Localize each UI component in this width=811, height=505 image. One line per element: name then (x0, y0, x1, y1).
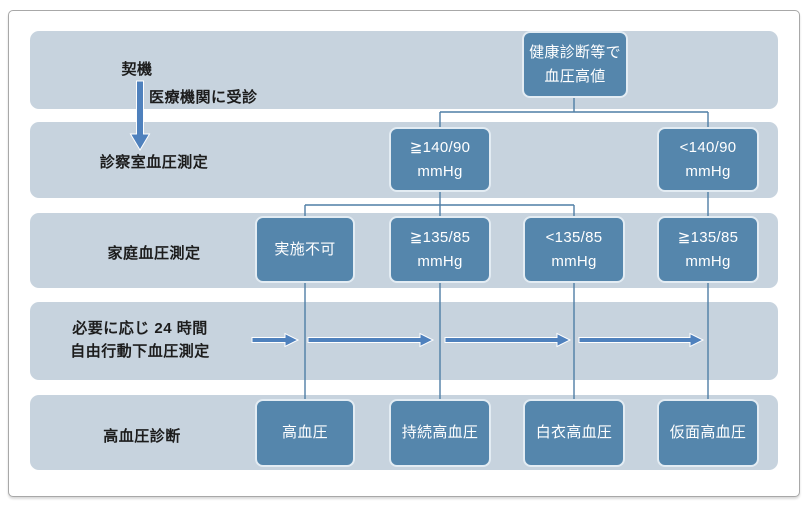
box-text: ≧135/85 (677, 228, 739, 246)
box-text: mmHg (685, 162, 731, 180)
box-checkup-high-bp: 健康診断等で 血圧高値 (522, 31, 628, 98)
box-text: 仮面高血圧 (669, 424, 747, 441)
box-home-ge-135-85-right: ≧135/85 mmHg (657, 216, 759, 283)
box-text: 白衣高血圧 (535, 424, 613, 441)
label-hypertension-diagnosis: 高血圧診断 (103, 428, 181, 445)
label-abpm-line2: 自由行動下血圧測定 (70, 343, 210, 360)
box-text: 実施不可 (274, 240, 336, 258)
box-text: 持続高血圧 (401, 424, 479, 441)
box-home-not-feasible: 実施不可 (255, 216, 355, 283)
box-text: 血圧高値 (544, 67, 606, 85)
box-text: 健康診断等で (529, 43, 621, 61)
box-home-lt-135-85: <135/85 mmHg (523, 216, 625, 283)
box-dx-white-coat-hypertension: 白衣高血圧 (523, 399, 625, 467)
box-text: ≧140/90 (409, 138, 471, 156)
box-office-ge-140-90: ≧140/90 mmHg (389, 127, 491, 192)
band-trigger (30, 31, 778, 109)
box-text: mmHg (417, 252, 463, 270)
label-trigger: 契機 (121, 61, 153, 78)
box-home-ge-135-85: ≧135/85 mmHg (389, 216, 491, 283)
label-home-bp-measurement: 家庭血圧測定 (107, 245, 201, 262)
box-text: <140/90 (679, 138, 737, 156)
box-text: ≧135/85 (409, 228, 471, 246)
box-text: mmHg (551, 252, 597, 270)
box-office-lt-140-90: <140/90 mmHg (657, 127, 759, 192)
box-dx-hypertension: 高血圧 (255, 399, 355, 467)
label-abpm-line1: 必要に応じ 24 時間 (72, 320, 208, 337)
box-text: mmHg (417, 162, 463, 180)
label-office-bp-measurement: 診察室血圧測定 (99, 154, 209, 171)
box-text: mmHg (685, 252, 731, 270)
label-visit-medical-institution: 医療機関に受診 (149, 89, 258, 106)
box-text: <135/85 (545, 228, 603, 246)
box-dx-sustained-hypertension: 持続高血圧 (389, 399, 491, 467)
box-text: 高血圧 (282, 424, 328, 441)
box-dx-masked-hypertension: 仮面高血圧 (657, 399, 759, 467)
